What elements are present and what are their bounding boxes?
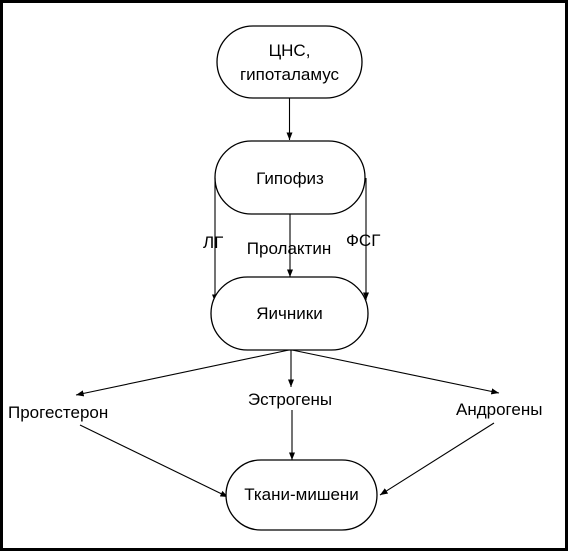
edge-fsh-label: ФСГ [346,231,380,250]
node-targets-label: Ткани-мишени [244,485,359,504]
edge-androgens-to-targets [379,422,495,496]
edge-ovaries-to-progesterone [75,349,290,397]
hormone-estrogens-label: Эстрогены [248,390,332,409]
node-pituitary: Гипофиз [214,140,366,215]
edge-lh-label: ЛГ [203,233,223,252]
node-target-tissues: Ткани-мишени [225,459,378,531]
node-cns-label-line2: гипоталамус [240,65,340,84]
edge-ovaries-to-androgens [291,349,500,395]
edge-progesterone-to-targets [79,424,229,498]
node-ovaries-label: Яичники [256,304,322,323]
node-pituitary-label: Гипофиз [256,169,324,188]
node-cns-label-line1: ЦНС, [269,41,311,60]
hormone-progesterone-label: Прогестерон [8,403,108,422]
node-ovaries: Яичники [210,276,369,351]
hormone-androgens-label: Андрогены [456,400,542,419]
node-cns-hypothalamus: ЦНС, гипоталамус [216,25,363,99]
edge-prolactin-label: Пролактин [247,239,331,258]
